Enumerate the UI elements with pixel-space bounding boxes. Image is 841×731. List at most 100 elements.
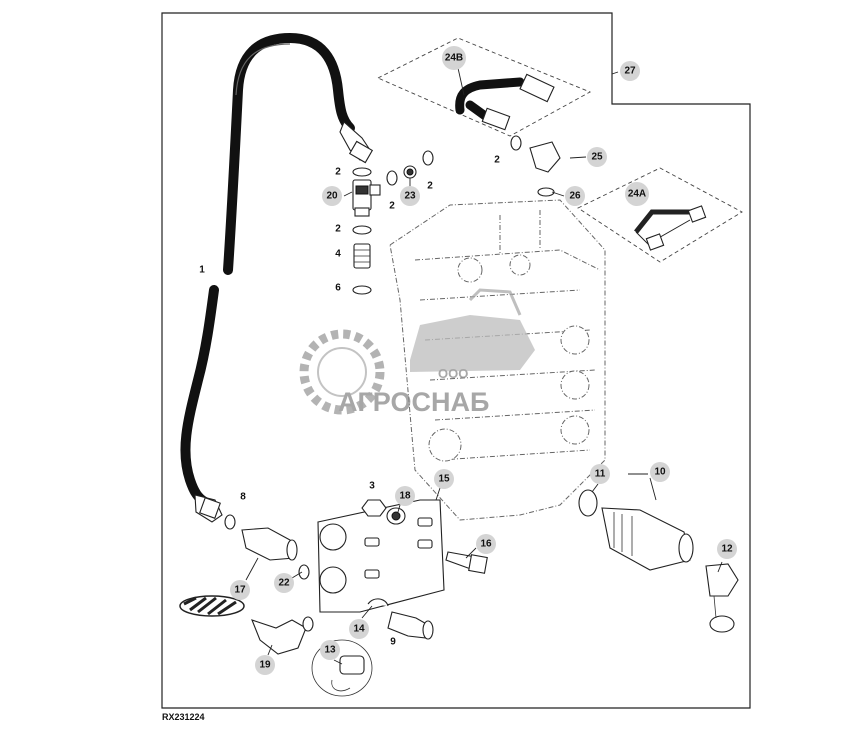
- elbow-fitting-19: [251, 616, 314, 655]
- watermark-prefix: ООО: [438, 366, 468, 381]
- hose-fitting-lower: [194, 494, 223, 523]
- callout-12: 12: [717, 539, 737, 559]
- leader-line: [717, 561, 723, 573]
- watermark-brand: АГРОСНАБ: [338, 387, 489, 417]
- leader-line: [291, 571, 303, 579]
- callout-label: 20: [326, 191, 338, 202]
- callout-bubble: [322, 186, 342, 206]
- callout-26: 26: [565, 186, 585, 206]
- leader-line: [457, 67, 465, 96]
- part-number-2: 2: [335, 224, 341, 235]
- leader-line: [465, 547, 477, 559]
- part-number-8: 8: [240, 492, 246, 503]
- o-rings: [224, 514, 310, 580]
- callout-23: 23: [400, 186, 420, 206]
- callout-13: 13: [320, 640, 340, 660]
- callout-label: 18: [399, 491, 411, 502]
- callout-bubble: [255, 655, 275, 675]
- callout-bubble: [349, 619, 369, 639]
- callout-label: 23: [404, 191, 416, 202]
- bracket-plate-15: [317, 499, 445, 613]
- callout-22: 22: [274, 573, 294, 593]
- tube-24a-group: [577, 167, 743, 263]
- part-number-2: 2: [427, 181, 433, 192]
- part-number-9: 9: [390, 637, 396, 648]
- callout-bubble: [320, 640, 340, 660]
- part-number-1: 1: [199, 265, 205, 276]
- callout-label: 27: [624, 66, 636, 77]
- callout-18: 18: [395, 486, 415, 506]
- callout-label: 22: [278, 578, 290, 589]
- callout-24a: 24A: [625, 182, 649, 206]
- callout-bubble: [717, 539, 737, 559]
- fitting-stack: [352, 150, 434, 295]
- nut-and-washer: [361, 499, 406, 525]
- callout-27: 27: [620, 61, 640, 81]
- elbow-fitting-25: [529, 141, 561, 197]
- part-number-2: 2: [494, 155, 500, 166]
- callout-label: 24A: [628, 189, 646, 200]
- leader-line: [397, 504, 401, 513]
- tube-24b-group: [376, 37, 592, 151]
- callout-14: 14: [349, 619, 369, 639]
- callout-label: 26: [569, 191, 581, 202]
- leader-line: [343, 191, 353, 197]
- part-number-2: 2: [335, 167, 341, 178]
- part-number-2: 2: [389, 201, 395, 212]
- callout-bubble: [442, 46, 466, 70]
- hose-assembly: [180, 33, 355, 507]
- leader-lines: [245, 67, 723, 665]
- coupler-9: [367, 598, 434, 640]
- leader-line: [435, 487, 441, 501]
- part-number-3: 3: [369, 481, 375, 492]
- callout-bubble: [395, 486, 415, 506]
- callout-label: 17: [234, 585, 246, 596]
- callout-bubble: [650, 462, 670, 482]
- callout-bubble: [620, 61, 640, 81]
- callout-bubble: [476, 534, 496, 554]
- callout-label: 14: [353, 624, 365, 635]
- callout-15: 15: [434, 469, 454, 489]
- callout-bubble: [400, 186, 420, 206]
- callout-label: 24B: [445, 53, 463, 64]
- leader-line: [591, 483, 599, 493]
- callout-label: 19: [259, 660, 271, 671]
- callout-bubble: [230, 580, 250, 600]
- callout-bubble: [434, 469, 454, 489]
- callout-label: 25: [591, 152, 603, 163]
- callout-bubble: [274, 573, 294, 593]
- callout-20: 20: [322, 186, 342, 206]
- leader-line: [551, 191, 565, 197]
- coupler-17: [241, 527, 298, 561]
- leader-line: [569, 156, 587, 159]
- leader-line: [245, 557, 259, 581]
- callout-bubble: [625, 182, 649, 206]
- part-number-4: 4: [335, 249, 341, 260]
- diagram-frame: [161, 12, 751, 709]
- bolt-16: [445, 551, 488, 574]
- callout-label: 12: [721, 544, 733, 555]
- callout-label: 10: [654, 467, 666, 478]
- dust-cap-13: [311, 639, 373, 697]
- callout-17: 17: [230, 580, 250, 600]
- callout-10: 10: [650, 462, 670, 482]
- callout-label: 15: [438, 474, 450, 485]
- quick-coupler-10: [578, 489, 739, 633]
- callout-label: 16: [480, 539, 492, 550]
- callout-bubble: [590, 464, 610, 484]
- part-number-6: 6: [335, 283, 341, 294]
- callout-label: 11: [595, 469, 606, 480]
- hose-fitting-upper: [339, 121, 374, 164]
- callout-11: 11: [590, 464, 610, 484]
- callout-bubble: [587, 147, 607, 167]
- watermark: ООО АГРОСНАБ: [299, 288, 535, 417]
- callout-19: 19: [255, 655, 275, 675]
- leader-line: [611, 71, 619, 75]
- leader-line: [361, 605, 373, 619]
- callout-label: 13: [324, 645, 336, 656]
- callout-bubble: [565, 186, 585, 206]
- callout-25: 25: [587, 147, 607, 167]
